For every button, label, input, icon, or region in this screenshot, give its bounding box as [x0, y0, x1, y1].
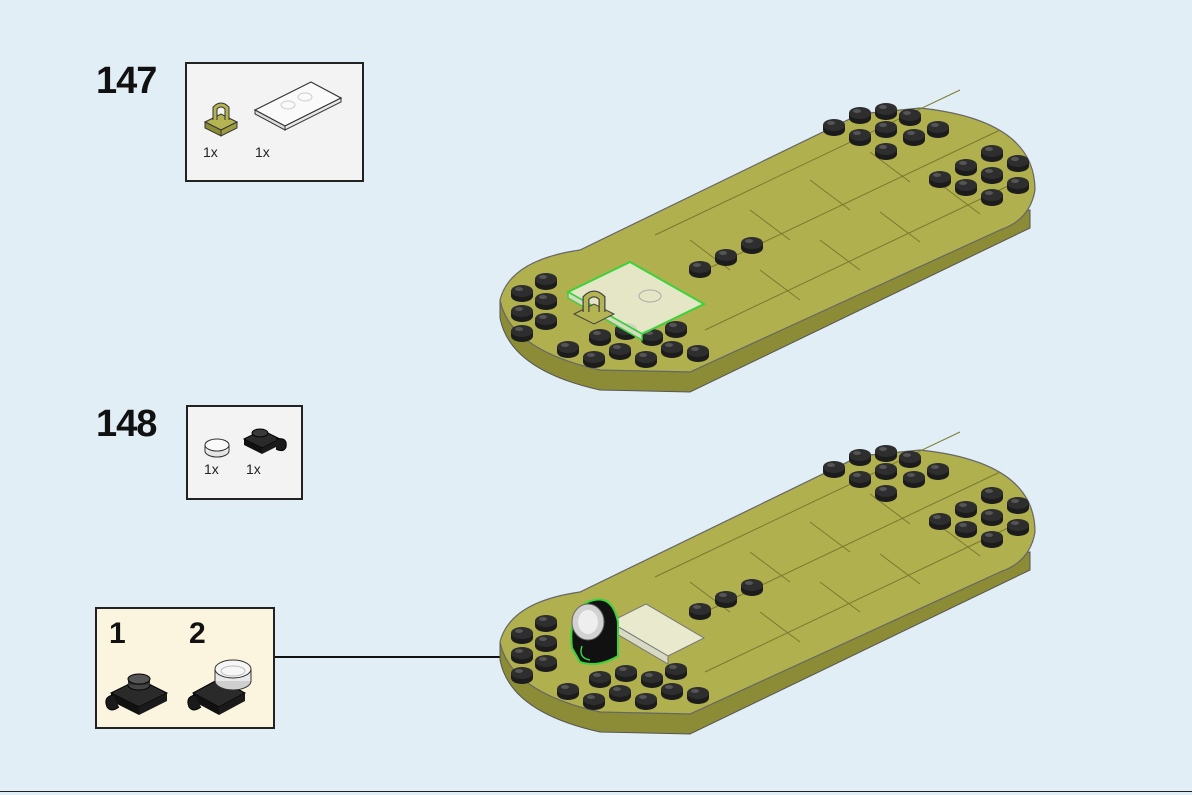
- black-clip-icon: [240, 419, 290, 459]
- part-qty: 1x: [203, 144, 218, 160]
- parts-list-147: 1x 1x: [185, 62, 364, 182]
- model-assembly-148: [490, 442, 1050, 742]
- substep-number-2: 2: [189, 617, 206, 651]
- sub-assembly-callout: 1 2: [95, 607, 275, 729]
- round-plate-icon: [202, 437, 232, 461]
- parts-list-148: 1x 1x: [186, 405, 303, 500]
- part-qty: 1x: [204, 461, 219, 477]
- part-qty: 1x: [255, 144, 270, 160]
- clear-tile-icon: [253, 80, 343, 130]
- clip-plate-icon: [201, 102, 241, 142]
- black-clip-icon: [105, 665, 177, 721]
- model-assembly-147: [490, 100, 1050, 400]
- step-number-147: 147: [96, 60, 156, 103]
- step-number-148: 148: [96, 403, 156, 446]
- page-footer-rule: [0, 791, 1192, 792]
- part-qty: 1x: [246, 461, 261, 477]
- black-clip-with-round-plate-icon: [187, 655, 267, 721]
- substep-number-1: 1: [109, 617, 126, 651]
